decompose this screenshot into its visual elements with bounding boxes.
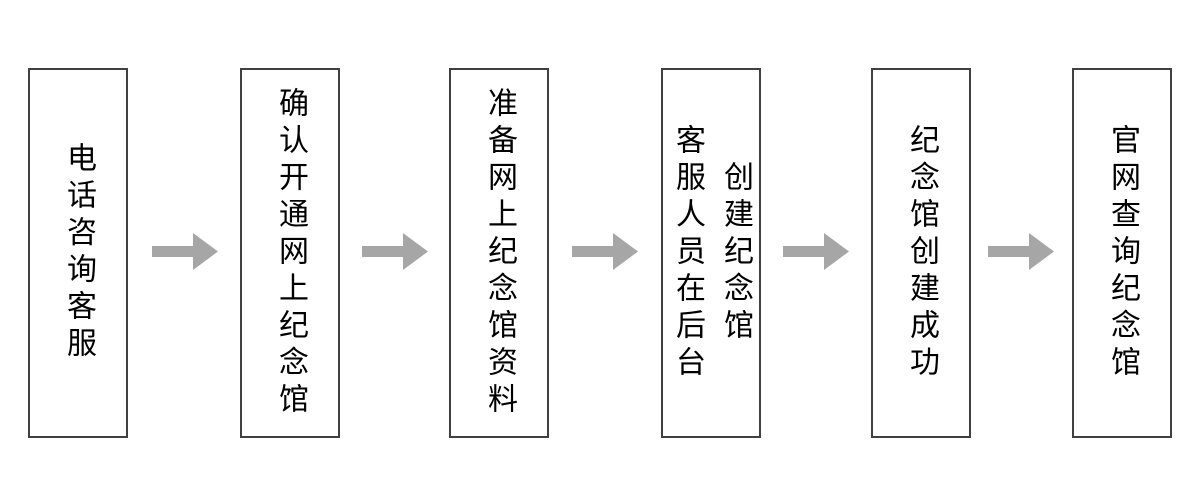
flow-step-6-label: 官网查询纪念馆 bbox=[1105, 123, 1140, 383]
right-arrow-icon bbox=[783, 233, 849, 270]
flow-step-3-label: 准备网上纪念馆资料 bbox=[482, 86, 517, 420]
right-arrow-shape bbox=[572, 233, 638, 270]
right-arrow-shape bbox=[152, 233, 218, 270]
flow-step-4-label: 客服人员在后台 创建纪念馆 bbox=[670, 123, 753, 383]
right-arrow-shape bbox=[783, 233, 849, 270]
flow-step-2: 确认开通网上纪念馆 bbox=[240, 68, 340, 438]
flow-step-1: 电话咨询客服 bbox=[28, 68, 128, 438]
flow-step-2-label: 确认开通网上纪念馆 bbox=[273, 86, 308, 420]
flow-step-5-label: 纪念馆创建成功 bbox=[904, 123, 939, 383]
right-arrow-shape bbox=[362, 233, 428, 270]
right-arrow-icon bbox=[572, 233, 638, 270]
flow-step-1-label: 电话咨询客服 bbox=[61, 142, 96, 364]
right-arrow-icon bbox=[988, 233, 1054, 270]
flow-step-6: 官网查询纪念馆 bbox=[1072, 68, 1172, 438]
flow-step-4: 客服人员在后台 创建纪念馆 bbox=[661, 68, 761, 438]
right-arrow-icon bbox=[362, 233, 428, 270]
right-arrow-icon bbox=[152, 233, 218, 270]
flow-step-5: 纪念馆创建成功 bbox=[871, 68, 971, 438]
flow-step-3: 准备网上纪念馆资料 bbox=[449, 68, 549, 438]
right-arrow-shape bbox=[988, 233, 1054, 270]
